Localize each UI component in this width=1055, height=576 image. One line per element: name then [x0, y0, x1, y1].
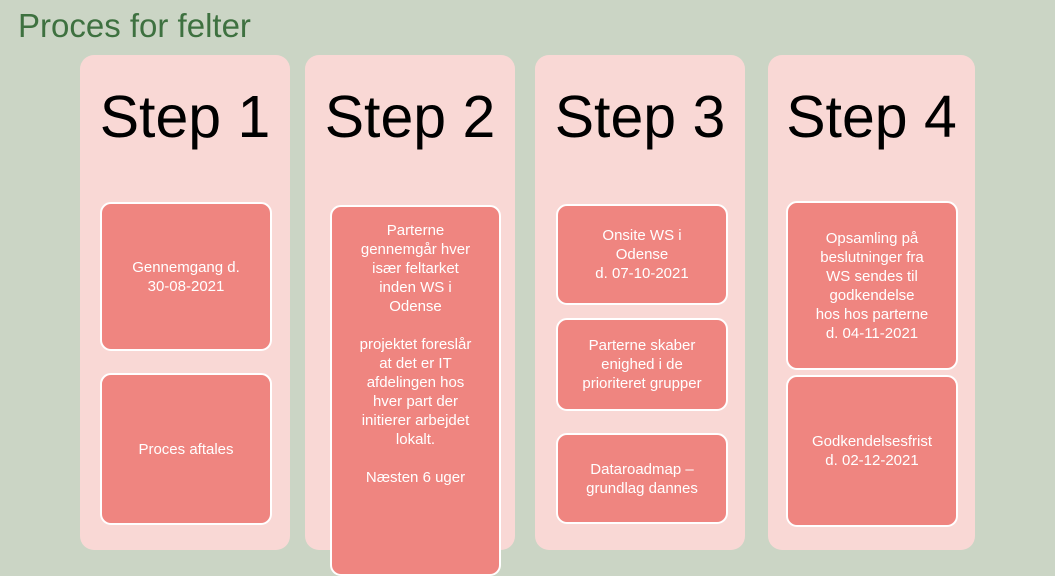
- card-text: Opsamling på beslutninger fra WS sendes …: [815, 229, 929, 342]
- step-columns: Step 1 Gennemgang d. 30-08-2021 Proces a…: [0, 55, 1055, 576]
- card-text: Onsite WS i Odense d. 07-10-2021: [595, 227, 689, 282]
- step-4-cards: Opsamling på beslutninger fra WS sendes …: [768, 55, 975, 550]
- step-heading-4: Step 4: [786, 84, 957, 150]
- step-heading-2: Step 2: [324, 84, 496, 150]
- step-3-cards: Onsite WS i Odense d. 07-10-2021 Partern…: [535, 55, 745, 550]
- card-text: Parterne gennemgår hver især feltarket i…: [359, 222, 472, 486]
- card-text: Proces aftales: [138, 440, 234, 458]
- card-parterne-skaber-enighed[interactable]: Parterne skaber enighed i de prioriteret…: [556, 318, 728, 411]
- step-heading-1: Step 1: [99, 84, 271, 150]
- card-proces-aftales[interactable]: Proces aftales: [100, 373, 272, 525]
- step-1-cards: Gennemgang d. 30-08-2021 Proces aftales: [80, 55, 290, 550]
- card-godkendelsesfrist[interactable]: Godkendelsesfrist d. 02-12-2021: [786, 375, 958, 527]
- card-parterne-gennemgaar[interactable]: Parterne gennemgår hver især feltarket i…: [330, 205, 501, 576]
- card-text: Dataroadmap – grundlag dannes: [586, 460, 698, 497]
- card-gennemgang[interactable]: Gennemgang d. 30-08-2021: [100, 202, 272, 351]
- step-panel-3[interactable]: Step 3 Onsite WS i Odense d. 07-10-2021 …: [535, 55, 745, 550]
- step-panel-1[interactable]: Step 1 Gennemgang d. 30-08-2021 Proces a…: [80, 55, 290, 550]
- step-heading-3: Step 3: [554, 84, 726, 150]
- card-text: Godkendelsesfrist d. 02-12-2021: [811, 433, 933, 469]
- card-dataroadmap[interactable]: Dataroadmap – grundlag dannes: [556, 433, 728, 524]
- step-panel-4[interactable]: Step 4 Opsamling på beslutninger fra WS …: [768, 55, 975, 550]
- step-panel-2[interactable]: Step 2 Parterne gennemgår hver især felt…: [305, 55, 515, 576]
- page-title: Proces for felter: [18, 7, 251, 44]
- card-text: Parterne skaber enighed i de prioriteret…: [582, 337, 702, 392]
- step-2-cards: Parterne gennemgår hver især feltarket i…: [305, 55, 515, 576]
- card-onsite-ws[interactable]: Onsite WS i Odense d. 07-10-2021: [556, 204, 728, 305]
- card-opsamling-beslutninger[interactable]: Opsamling på beslutninger fra WS sendes …: [786, 201, 958, 370]
- card-text: Gennemgang d. 30-08-2021: [132, 258, 240, 295]
